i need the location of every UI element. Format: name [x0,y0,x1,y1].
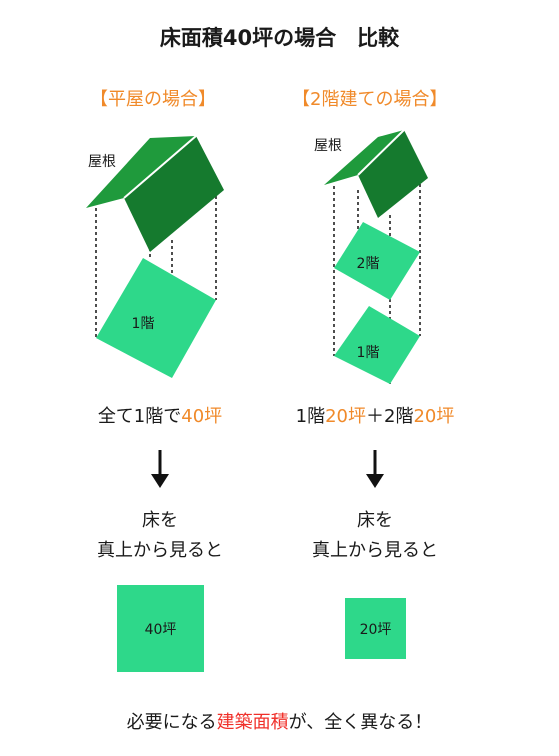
left-roof-label: 屋根 [88,154,116,170]
left-view-line2: 真上から見ると [97,540,223,561]
right-roof-ridge [357,129,405,176]
footer-suffix: が、全く異なる！ [288,712,433,733]
page-title: 床面積40坪の場合 比較 [159,26,400,50]
footer-prefix: 必要になる [126,712,217,733]
right-floor-2-label: 2階 [357,256,380,272]
right-view-line1: 床を [357,510,393,531]
left-summary-value: 40坪 [181,406,223,427]
left-roof-back [86,136,196,208]
left-floor-1 [96,258,216,378]
right-view-line2: 真上から見ると [312,540,438,561]
left-floor-1-label: 1階 [132,316,155,332]
left-area-square-label: 40坪 [144,621,177,638]
left-area-square: 40坪 [117,585,204,672]
right-summary-part2: ＋2階 [366,406,414,427]
right-down-arrow-icon [366,450,384,488]
left-roof-ridge [123,135,197,199]
left-heading: 【平屋の場合】 [90,89,216,110]
right-summary-part1: 1階 [295,406,326,427]
right-roof-label: 屋根 [314,138,342,154]
left-down-arrow-icon [151,450,169,488]
left-view-caption: 床を 真上から見ると [60,506,260,566]
footer-highlight: 建築面積 [216,712,289,733]
right-area-square-label: 20坪 [359,621,392,638]
right-view-caption: 床を 真上から見ると [275,506,475,566]
left-roof-front [124,136,224,252]
right-summary: 1階20坪＋2階20坪 [270,402,480,428]
right-floor-1 [334,306,420,384]
right-floor-1-label: 1階 [357,345,380,361]
house-diagrams: 1階 屋根 1階 2階 屋根 [86,129,428,384]
right-roof-back [324,130,404,185]
left-view-line1: 床を [142,510,178,531]
right-summary-value2: 20坪 [413,406,455,427]
left-summary-prefix: 全て1階で [97,406,182,427]
right-area-square: 20坪 [345,598,406,659]
right-roof-front [358,130,428,218]
right-floor-2 [334,222,420,300]
right-summary-value1: 20坪 [325,406,366,427]
left-summary: 全て1階で40坪 [60,402,260,428]
left-house: 1階 屋根 [86,135,224,378]
right-heading: 【2階建ての場合】 [292,89,448,110]
right-house: 1階 2階 屋根 [314,129,428,384]
footer-message: 必要になる建築面積が、全く異なる！ [0,708,559,734]
